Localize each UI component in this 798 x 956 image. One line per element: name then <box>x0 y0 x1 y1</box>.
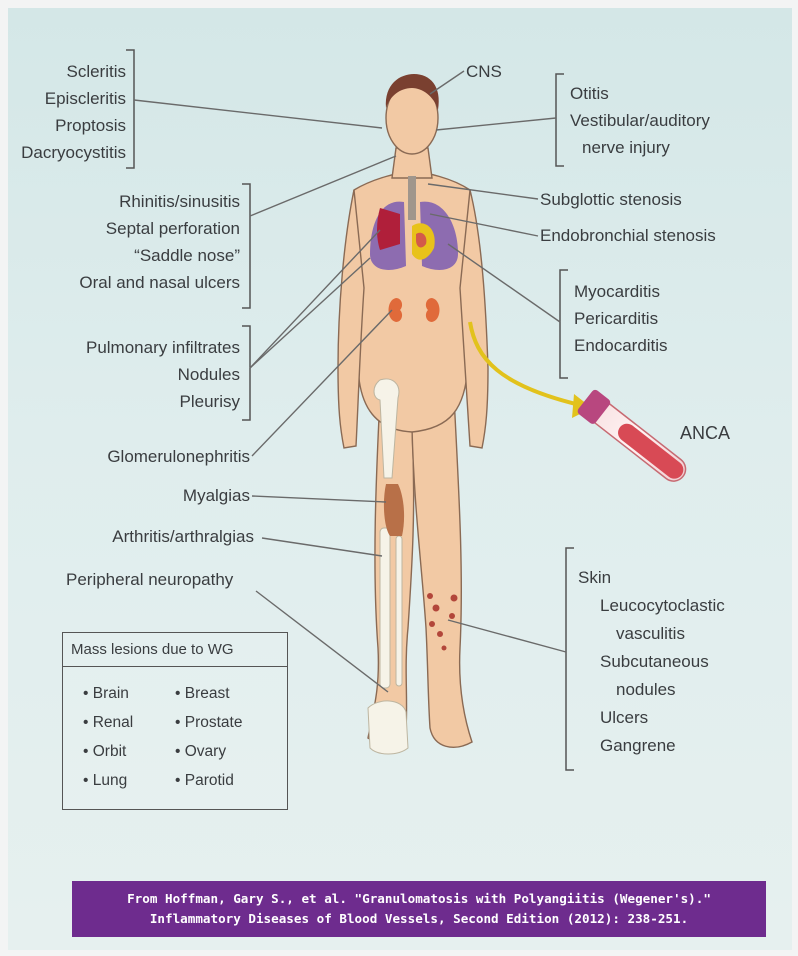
ear-item: Vestibular/auditory <box>570 107 710 134</box>
cns-label: CNS <box>466 58 502 85</box>
citation-banner: From Hoffman, Gary S., et al. "Granuloma… <box>72 881 766 937</box>
citation-line-2: Inflammatory Diseases of Blood Vessels, … <box>72 909 766 929</box>
kidney-label: Glomerulonephritis <box>14 443 250 470</box>
skin-item: Ulcers <box>578 704 725 732</box>
anca-test-tube <box>576 388 692 488</box>
heart-item: Pericarditis <box>574 305 668 332</box>
eye-item: Scleritis <box>14 58 126 85</box>
airway-item: Endobronchial stenosis <box>540 222 716 249</box>
mass-lesion-item: • Lung <box>83 766 133 795</box>
arthritis-label: Arthritis/arthralgias <box>14 523 254 550</box>
nose-item: Oral and nasal ulcers <box>14 269 240 296</box>
citation-line-1: From Hoffman, Gary S., et al. "Granuloma… <box>72 889 766 909</box>
skin-item: Gangrene <box>578 732 725 760</box>
mass-lesions-title: Mass lesions due to WG <box>63 633 287 667</box>
airway-manifestations: Subglottic stenosis Endobronchial stenos… <box>540 186 716 249</box>
mass-lesion-item: • Renal <box>83 708 133 737</box>
skin-item: vasculitis <box>578 620 725 648</box>
nose-item: “Saddle nose” <box>14 242 240 269</box>
lung-item: Pulmonary infiltrates <box>14 334 240 361</box>
mass-lesions-box: Mass lesions due to WG • Brain • Renal •… <box>62 632 288 810</box>
eye-item: Proptosis <box>14 112 126 139</box>
lung-item: Pleurisy <box>14 388 240 415</box>
eye-manifestations: Scleritis Episcleritis Proptosis Dacryoc… <box>14 58 126 166</box>
airway-item: Subglottic stenosis <box>540 186 716 213</box>
heart-item: Myocarditis <box>574 278 668 305</box>
lung-manifestations: Pulmonary infiltrates Nodules Pleurisy <box>14 334 240 415</box>
skin-item: Leucocytoclastic <box>578 592 725 620</box>
skin-item: Subcutaneous <box>578 648 725 676</box>
myalgias-label: Myalgias <box>14 482 250 509</box>
eye-item: Dacryocystitis <box>14 139 126 166</box>
mass-lesion-item: • Parotid <box>175 766 242 795</box>
skin-item: Skin <box>578 564 725 592</box>
mass-lesion-item: • Brain <box>83 679 133 708</box>
ear-item: Otitis <box>570 80 710 107</box>
heart-manifestations: Myocarditis Pericarditis Endocarditis <box>574 278 668 359</box>
diagram-panel: Scleritis Episcleritis Proptosis Dacryoc… <box>8 8 792 950</box>
nose-item: Septal perforation <box>14 215 240 242</box>
mass-lesion-item: • Orbit <box>83 737 133 766</box>
neuropathy-label: Peripheral neuropathy <box>66 566 233 593</box>
ear-item: nerve injury <box>570 134 710 161</box>
mass-lesions-column-1: • Brain • Renal • Orbit • Lung <box>83 679 133 795</box>
mass-lesion-item: • Breast <box>175 679 242 708</box>
heart-item: Endocarditis <box>574 332 668 359</box>
anca-label: ANCA <box>680 420 730 447</box>
mass-lesion-item: • Ovary <box>175 737 242 766</box>
skin-item: nodules <box>578 676 725 704</box>
mass-lesions-column-2: • Breast • Prostate • Ovary • Parotid <box>175 679 242 795</box>
lung-item: Nodules <box>14 361 240 388</box>
eye-item: Episcleritis <box>14 85 126 112</box>
mass-lesion-item: • Prostate <box>175 708 242 737</box>
nose-item: Rhinitis/sinusitis <box>14 188 240 215</box>
nose-manifestations: Rhinitis/sinusitis Septal perforation “S… <box>14 188 240 296</box>
ear-manifestations: Otitis Vestibular/auditory nerve injury <box>570 80 710 161</box>
skin-manifestations: Skin Leucocytoclastic vasculitis Subcuta… <box>578 564 725 760</box>
